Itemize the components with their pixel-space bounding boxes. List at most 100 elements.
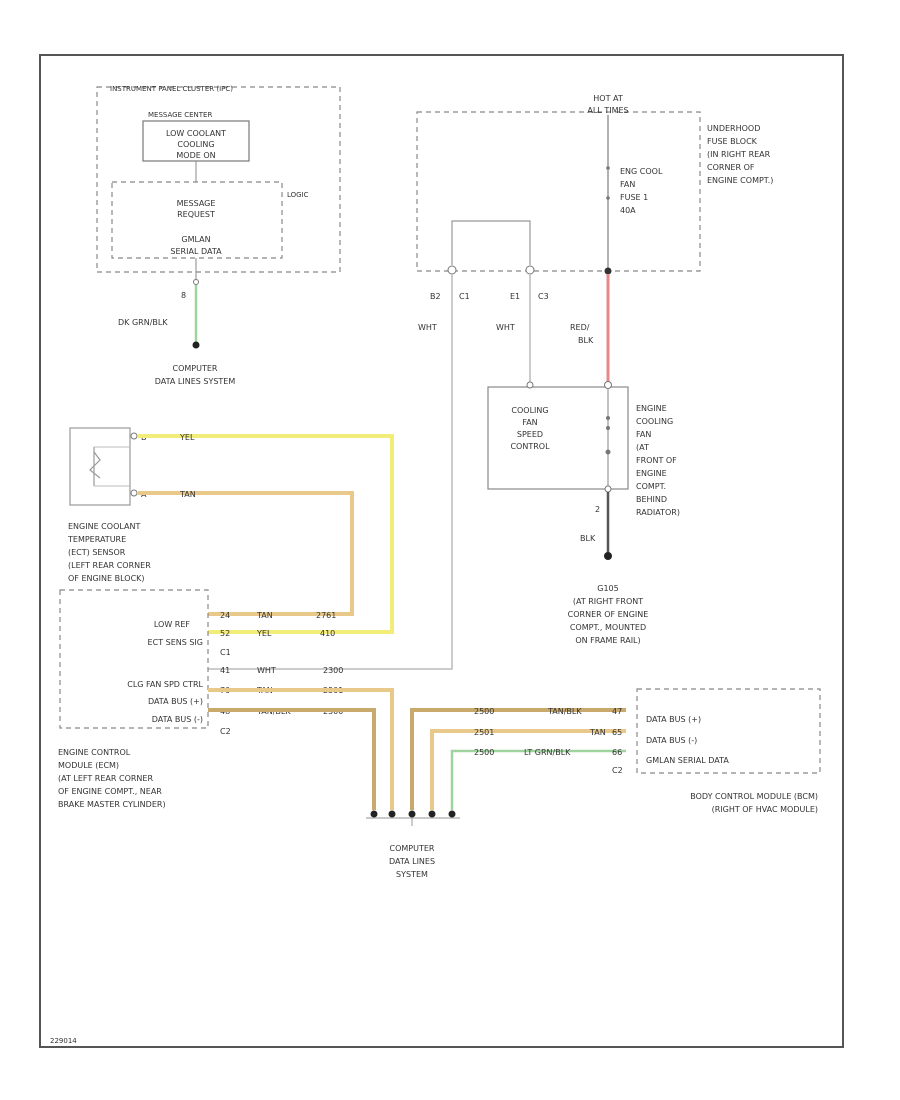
circuit-2300: 2300 <box>323 666 343 675</box>
ecm-outline <box>59 589 209 729</box>
cfsc-input-terminal <box>526 381 534 389</box>
cdls-top-line1: COMPUTER <box>173 364 218 373</box>
ecm-line4: OF ENGINE COMPT., NEAR <box>58 787 162 796</box>
ect-line2: TEMPERATURE <box>67 535 126 544</box>
ect-sig-wire-color: YEL <box>256 629 272 638</box>
cfsc-line2: FAN <box>522 418 537 427</box>
gmlan-line2: SERIAL DATA <box>170 247 222 256</box>
fan-line1: ENGINE <box>636 404 667 413</box>
cdls-bottom-line3: SYSTEM <box>396 870 428 879</box>
ect-line3: (ECT) SENSOR <box>68 548 126 557</box>
ground-dot <box>604 552 612 560</box>
wht-label-1: WHT <box>418 323 437 332</box>
fan-input-terminal <box>604 381 612 389</box>
ground-line1: G105 <box>597 584 618 593</box>
ecm-line5: BRAKE MASTER CYLINDER) <box>58 800 166 809</box>
bcm-pin-65: 65 <box>612 728 622 737</box>
ground-line4: COMPT., MOUNTED <box>570 623 646 632</box>
ecm-ect-sig-label: ECT SENS SIG <box>148 638 203 647</box>
cdls-top-line2: DATA LINES SYSTEM <box>155 377 236 386</box>
message-center-label: MESSAGE CENTER <box>148 111 212 119</box>
ect-line1: ENGINE COOLANT <box>68 522 140 531</box>
pin-b2-label: B2 <box>430 292 441 301</box>
cfsc-line1: COOLING <box>511 406 548 415</box>
fan-line5: FRONT OF <box>636 456 677 465</box>
fan-line8: BEHIND <box>636 495 667 504</box>
ground-line5: ON FRAME RAIL) <box>575 636 640 645</box>
ufb-line1: UNDERHOOD <box>707 124 760 133</box>
fuse-line1: ENG COOL <box>620 167 663 176</box>
splice-dot-4 <box>428 810 436 818</box>
ect-pin-b-terminal <box>130 432 138 440</box>
fan-line9: RADIATOR) <box>636 508 680 517</box>
wht-wire-b2-to-ecm <box>208 274 453 670</box>
ecm-data-minus-wire <box>208 708 376 810</box>
ipc-component: INSTRUMENT PANEL CLUSTER (IPC) MESSAGE C… <box>96 85 341 386</box>
cfsc-outline <box>487 386 629 490</box>
fan-motor-terminal-2 <box>606 426 610 430</box>
redblk-label-line1: RED/ <box>570 323 590 332</box>
bcm-pin-66: 66 <box>612 748 622 757</box>
bcm-data-plus-label: DATA BUS (+) <box>646 715 701 724</box>
bcm-line1: BODY CONTROL MODULE (BCM) <box>690 792 818 801</box>
ecm-data-minus-label: DATA BUS (-) <box>152 715 203 724</box>
ecm-low-ref-label: LOW REF <box>154 620 191 629</box>
ecm-line2: MODULE (ECM) <box>58 761 119 770</box>
fuse-block-outline <box>416 111 701 272</box>
message-request-line2: REQUEST <box>177 210 215 219</box>
logic-label: LOGIC <box>287 191 309 199</box>
fuse-line3: FUSE 1 <box>620 193 648 202</box>
cfsc-line4: CONTROL <box>510 442 550 451</box>
message-request-line1: MESSAGE <box>177 199 216 208</box>
ufb-line3: (IN RIGHT REAR <box>707 150 771 159</box>
yel-wire-label: YEL <box>179 433 195 442</box>
ect-line5: OF ENGINE BLOCK) <box>68 574 145 583</box>
fan-motor-terminal-1 <box>606 416 610 420</box>
fan-line2: COOLING <box>636 417 673 426</box>
pin-e1-label: E1 <box>510 292 520 301</box>
ufb-line4: CORNER OF <box>707 163 755 172</box>
bcm-data-minus-wire <box>430 729 626 810</box>
ect-line4: (LEFT REAR CORNER <box>68 561 151 570</box>
ground-pin-label: 2 <box>595 505 600 514</box>
ipc-splice-dot <box>192 341 200 349</box>
fan-line7: COMPT. <box>636 482 666 491</box>
pin-e1-terminal <box>525 265 535 275</box>
ect-sensor: B A ENGINE COOLANT TEMPERATURE (ECT) SEN… <box>67 427 151 583</box>
bcm-wire-tanblk: TAN/BLK <box>547 707 582 716</box>
thermistor-icon <box>89 447 101 486</box>
fan-line4: (AT <box>636 443 649 452</box>
ipc-wire-color: DK GRN/BLK <box>118 318 168 327</box>
bcm-line2: (RIGHT OF HVAC MODULE) <box>712 805 818 814</box>
circuit-2761: 2761 <box>316 611 336 620</box>
cooling-fan-speed-control: COOLING FAN SPEED CONTROL ENGINE COOLING… <box>487 381 680 517</box>
tan-wire-label: TAN <box>179 490 196 499</box>
fuse-terminal-top <box>606 166 610 170</box>
low-coolant-line3: MODE ON <box>176 151 215 160</box>
bcm-circuit-2500-b: 2500 <box>474 748 494 757</box>
fan-line6: ENGINE <box>636 469 667 478</box>
ecm-fan-ctrl-label: CLG FAN SPD CTRL <box>127 680 203 689</box>
redblk-label-line2: BLK <box>578 336 594 345</box>
wht-label-2: WHT <box>496 323 515 332</box>
logic-outline <box>111 181 283 259</box>
conn-c3-label: C3 <box>538 292 549 301</box>
bcm-circuit-2500-a: 2500 <box>474 707 494 716</box>
hot-at-line2: ALL TIMES <box>587 106 628 115</box>
ufb-line5: ENGINE COMPT.) <box>707 176 773 185</box>
bcm-gmlan-wire <box>450 749 626 810</box>
tan-wire-low-ref <box>138 491 354 616</box>
bcm-gmlan-label: GMLAN SERIAL DATA <box>646 756 729 765</box>
ecm-component: LOW REF ECT SENS SIG CLG FAN SPD CTRL DA… <box>58 589 343 809</box>
ecm-pin-41: 41 <box>220 666 230 675</box>
yel-wire-ect-sig <box>138 434 394 634</box>
ecm-pin-24: 24 <box>220 611 230 620</box>
hot-at-line1: HOT AT <box>593 94 623 103</box>
bcm-wire-ltgrnblk: LT GRN/BLK <box>524 748 571 757</box>
ufb-line2: FUSE BLOCK <box>707 137 758 146</box>
ipc-pin-terminal <box>193 279 199 285</box>
ecm-data-plus-wire <box>208 688 394 810</box>
fuse-line2: FAN <box>620 180 635 189</box>
underhood-fuse-block: HOT AT ALL TIMES UNDERHOOD FUSE BLOCK (I… <box>416 94 773 301</box>
blk-label: BLK <box>580 534 596 543</box>
